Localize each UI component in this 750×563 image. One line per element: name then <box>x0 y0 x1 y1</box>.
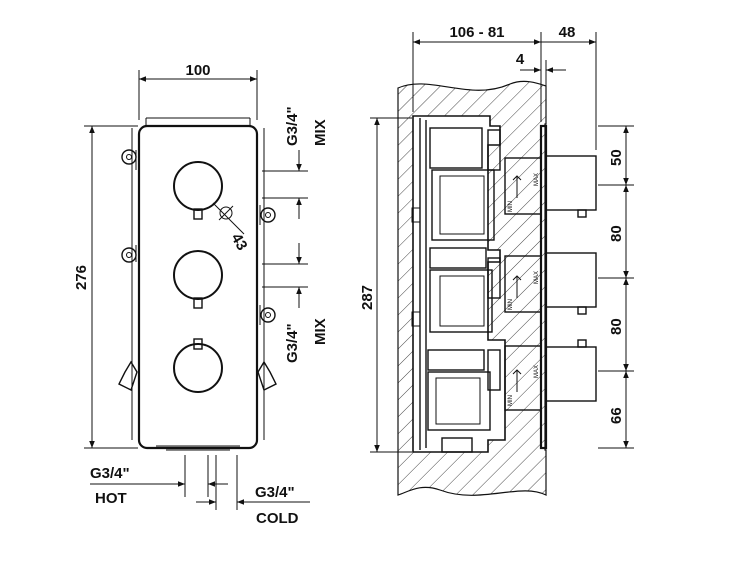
outlet-top-label: MIX <box>312 119 329 146</box>
plate-dim-label: 4 <box>516 51 525 68</box>
cartridge-mark-6: MAX <box>534 365 540 378</box>
hot-size: G3/4" <box>90 465 130 482</box>
handle-middle <box>173 250 223 300</box>
hot-label: HOT <box>95 490 127 507</box>
depth-dim-label: 106 - 81 <box>449 24 504 41</box>
cartridge-mark-1: MIN <box>508 201 514 212</box>
handle-top <box>173 161 223 211</box>
outlet-bottom-size: G3/4" <box>284 323 301 363</box>
spacing-dim-2: 80 <box>608 225 625 242</box>
handles <box>173 161 223 393</box>
inlet-cold: G3/4" COLD <box>196 455 310 527</box>
spacing-dim-4: 66 <box>608 407 625 424</box>
height-dimension: 276 <box>73 125 138 449</box>
spacing-dimensions: 50 80 80 66 <box>598 125 634 449</box>
outlet-mix-top: G3/4" MIX <box>262 106 329 219</box>
cartridge-mark-2: MAX <box>534 173 540 186</box>
cold-size: G3/4" <box>255 484 295 501</box>
trim-dim-label: 48 <box>559 24 576 41</box>
side-view: MIN MAX MIN MAX MIN MAX 106 - 81 48 <box>359 24 634 496</box>
mounting-ears <box>118 149 277 391</box>
outlet-bottom-label: MIX <box>312 318 329 345</box>
front-view: 43 100 276 G3/4" MIX <box>73 62 329 527</box>
side-height-dimension: 287 <box>359 117 412 453</box>
depth-dimension: 106 - 81 48 4 <box>412 24 597 150</box>
diameter-dim-label: 43 <box>228 231 251 254</box>
width-dimension: 100 <box>138 62 258 120</box>
inlet-hot: G3/4" HOT <box>90 455 228 507</box>
cartridge-mark-5: MIN <box>508 395 514 406</box>
cartridge-mark-4: MAX <box>534 271 540 284</box>
handle-bottom <box>173 343 223 393</box>
handles-side <box>545 155 597 402</box>
outlet-top-size: G3/4" <box>284 106 301 146</box>
side-height-dim-label: 287 <box>359 285 376 310</box>
width-dim-label: 100 <box>185 62 210 79</box>
diameter-dimension: 43 <box>212 202 251 254</box>
cover-plate <box>137 124 259 450</box>
outlet-mix-bottom: G3/4" MIX <box>262 243 329 363</box>
spacing-dim-1: 50 <box>608 149 625 166</box>
valve-body <box>411 118 501 453</box>
height-dim-label: 276 <box>73 265 90 290</box>
cartridge-mark-3: MIN <box>508 299 514 310</box>
cold-label: COLD <box>256 510 299 527</box>
spacing-dim-3: 80 <box>608 318 625 335</box>
